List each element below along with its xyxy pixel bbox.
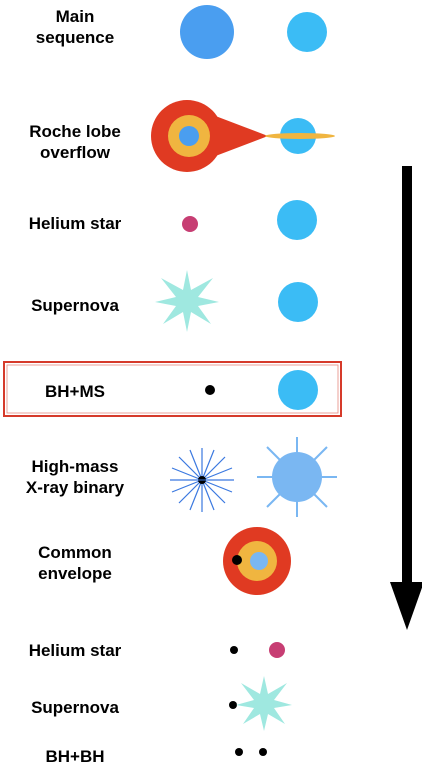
stage-label-bh-bh: BH+BH [45, 747, 105, 766]
bh-bh-black-hole-2 [259, 748, 267, 756]
helium-star-2 [269, 642, 285, 658]
supernova-2-burst [236, 676, 292, 731]
stage-label-bh-ms: BH+MS [45, 382, 105, 401]
bh-ms-black-hole [205, 385, 215, 395]
main-sequence-companion-star [287, 12, 327, 52]
stage-label-supernova-2: Supernova [31, 698, 119, 717]
bh-ms-companion-star [278, 370, 318, 410]
time-arrow-head [390, 582, 422, 630]
supernova-2-black-hole [229, 701, 237, 709]
hmxb-companion-star [272, 452, 322, 502]
supernova-1-burst [155, 270, 219, 332]
bh-ms-highlight-box-inner [6, 364, 339, 414]
common-envelope-core [250, 552, 268, 570]
accretion-disk [265, 133, 335, 139]
stage-label-hmxb: High-mass X-ray binary [25, 457, 125, 497]
stage-label-supernova-1: Supernova [31, 296, 119, 315]
helium-star-2-black-hole [230, 646, 238, 654]
supernova-1-companion [278, 282, 318, 322]
hmxb-companion-spikes [257, 437, 337, 517]
stage-label-roche-lobe-overflow: Roche lobe overflow [29, 122, 121, 162]
bh-bh-black-hole-1 [235, 748, 243, 756]
helium-star-1 [182, 216, 198, 232]
stage-label-helium-star-2: Helium star [28, 641, 122, 660]
helium-star-1-companion [277, 200, 317, 240]
roche-lobe-core [179, 126, 199, 146]
common-envelope-black-hole [232, 555, 242, 565]
stage-label-common-envelope: Common envelope [38, 543, 112, 583]
stage-label-main-sequence: Main sequence [35, 7, 115, 47]
stage-label-helium-star-1: Helium star [28, 214, 122, 233]
main-sequence-primary-star [180, 5, 234, 59]
bh-ms-highlight-box [3, 361, 342, 417]
time-arrow-shaft [402, 166, 412, 586]
